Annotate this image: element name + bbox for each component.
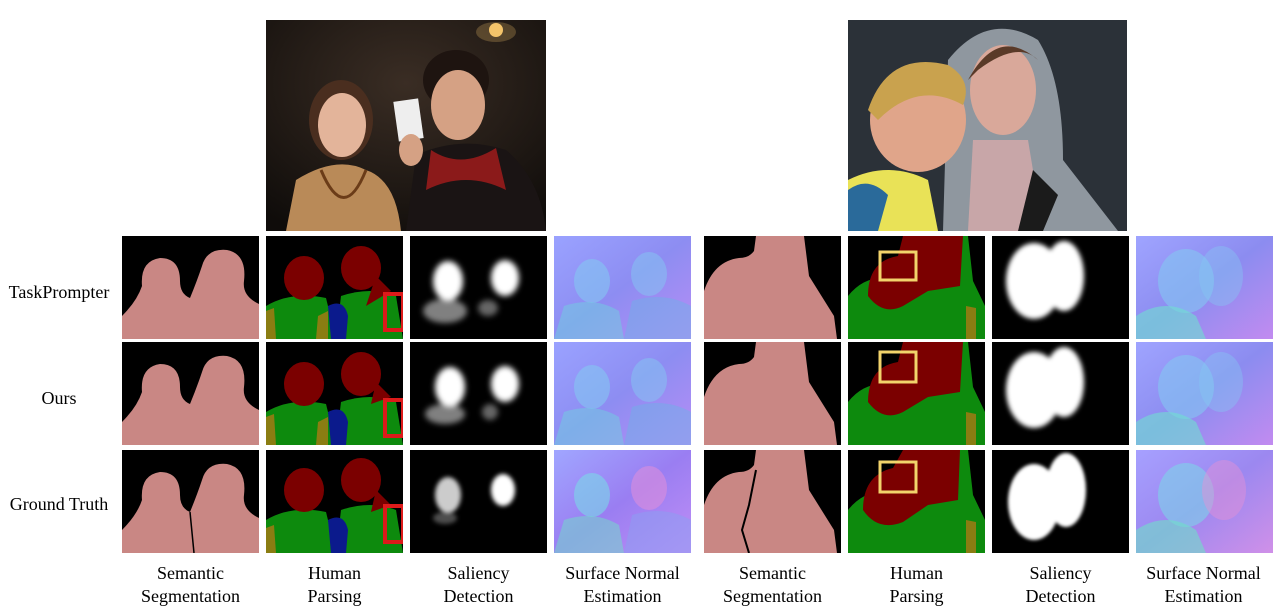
left-taskprompter-saliency-detection [410, 236, 547, 339]
left-ours-human-parsing [266, 342, 403, 445]
right-taskprompter-semantic-segmentation [704, 236, 841, 339]
right-ground-truth-semantic-segmentation [704, 450, 841, 553]
right-taskprompter-saliency-detection [992, 236, 1129, 339]
right-taskprompter-human-parsing [848, 236, 985, 339]
row-label-taskprompter: TaskPrompter [8, 282, 110, 302]
right-ground-truth-human-parsing [848, 450, 985, 553]
right-ours-semantic-segmentation [704, 342, 841, 445]
left-ours-saliency-detection [410, 342, 547, 445]
input-photo-right [848, 20, 1127, 231]
input-photo-left [266, 20, 546, 231]
right-ours-saliency-detection [992, 342, 1129, 445]
row-label-ours: Ours [41, 388, 77, 408]
left-ground-truth-semantic-segmentation [122, 450, 259, 553]
left-taskprompter-surface-normal [554, 236, 691, 339]
left-ours-surface-normal [554, 342, 691, 445]
right-ours-surface-normal [1136, 342, 1273, 445]
row-label-ground-truth: Ground Truth [9, 494, 109, 514]
right-ground-truth-saliency-detection [992, 450, 1129, 553]
left-taskprompter-human-parsing [266, 236, 403, 339]
right-ground-truth-surface-normal [1136, 450, 1273, 553]
right-taskprompter-surface-normal [1136, 236, 1273, 339]
left-ground-truth-surface-normal [554, 450, 691, 553]
left-ours-semantic-segmentation [122, 342, 259, 445]
right-ours-human-parsing [848, 342, 985, 445]
left-ground-truth-human-parsing [266, 450, 403, 553]
left-taskprompter-semantic-segmentation [122, 236, 259, 339]
left-ground-truth-saliency-detection [410, 450, 547, 553]
